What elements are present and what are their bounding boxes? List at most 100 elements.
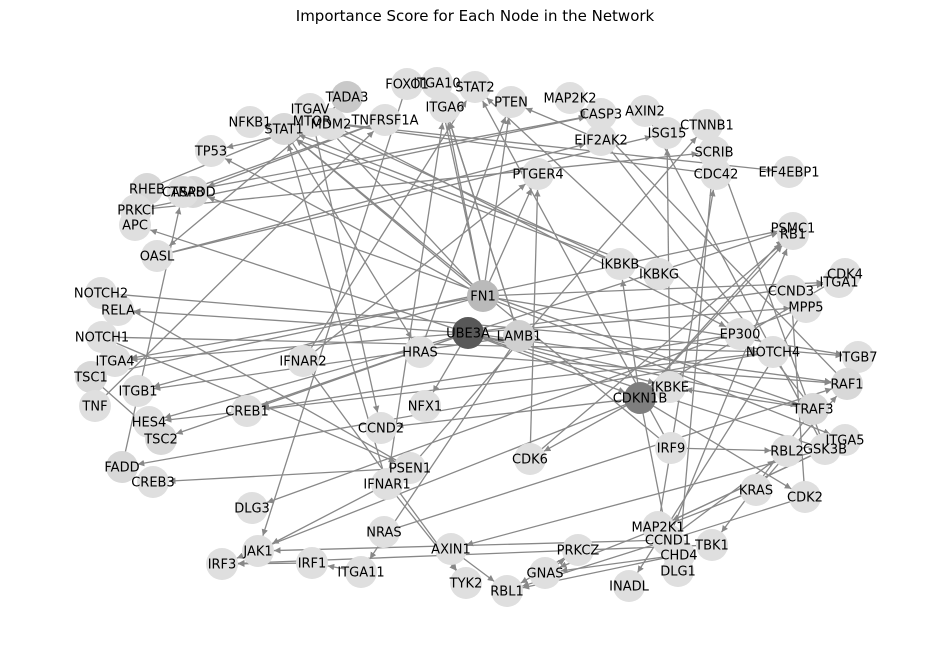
node-label-itgb1: ITGB1 bbox=[118, 385, 157, 400]
node-label-ptger4: PTGER4 bbox=[512, 168, 563, 183]
node-ifnar1 bbox=[371, 468, 403, 500]
node-dlg3 bbox=[236, 492, 268, 524]
edge-ifnar2-ptger4 bbox=[306, 183, 526, 359]
node-gnas bbox=[529, 557, 561, 589]
edge-ifnar1-itga6 bbox=[387, 122, 445, 480]
node-tbk1 bbox=[696, 529, 728, 561]
edge-itgav-ccnd2 bbox=[310, 113, 380, 413]
node-label-fn1: FN1 bbox=[470, 290, 495, 305]
edge-ube3a-rela bbox=[133, 308, 464, 334]
node-label-prkci: PRKCI bbox=[117, 204, 155, 219]
node-label-nfkb1: NFKB1 bbox=[229, 116, 272, 131]
node-label-mtor: MTOR bbox=[293, 115, 331, 130]
node-itga4 bbox=[99, 345, 131, 377]
node-raf1 bbox=[831, 368, 863, 400]
node-ikbke bbox=[654, 371, 686, 403]
node-cdk6 bbox=[514, 443, 546, 475]
node-label-tnf: TNF bbox=[81, 400, 107, 415]
node-label-nras: NRAS bbox=[366, 526, 401, 541]
node-label-creb3: CREB3 bbox=[131, 476, 175, 491]
node-label-tsc2: TSC2 bbox=[143, 433, 178, 448]
node-label-oasl: OASL bbox=[140, 250, 175, 265]
node-ccnd2 bbox=[365, 412, 397, 444]
node-axin1 bbox=[435, 533, 467, 565]
edge-gsk3b-axin1 bbox=[466, 449, 821, 547]
node-stat1 bbox=[268, 113, 300, 145]
node-label-irf1: IRF1 bbox=[298, 557, 327, 572]
edge-psen1-ctnnb1 bbox=[412, 136, 698, 465]
node-label-dlg3: DLG3 bbox=[234, 502, 270, 517]
node-nras bbox=[368, 516, 400, 548]
node-tnfrsf1a bbox=[369, 104, 401, 136]
node-label-tyk2: TYK2 bbox=[449, 577, 483, 592]
chart-title: Importance Score for Each Node in the Ne… bbox=[295, 7, 655, 25]
edge-hras-pten bbox=[421, 116, 507, 348]
node-ube3a bbox=[452, 317, 484, 349]
node-label-cdk6: CDK6 bbox=[512, 453, 548, 468]
node-label-casp8: CASP8 bbox=[162, 186, 204, 201]
edge-oasl-eif2ak2 bbox=[161, 142, 586, 256]
edge-ifnar1-jak1 bbox=[271, 485, 384, 545]
node-mpp5 bbox=[790, 291, 822, 323]
node-tada3 bbox=[331, 81, 363, 113]
node-tsc2 bbox=[145, 423, 177, 455]
node-nfkb1 bbox=[234, 106, 266, 138]
node-label-ep300: EP300 bbox=[720, 328, 761, 343]
edge-ccnd1-jak1 bbox=[273, 539, 664, 554]
edge-ifnar2-tyk2 bbox=[305, 364, 458, 571]
node-label-chd4: CHD4 bbox=[660, 549, 697, 564]
node-label-nfx1: NFX1 bbox=[408, 400, 442, 415]
edge-cdkn1b-psmc1 bbox=[642, 239, 783, 395]
node-label-axin2: AXIN2 bbox=[625, 105, 665, 120]
node-fn1 bbox=[467, 280, 499, 312]
node-oasl bbox=[141, 240, 173, 272]
node-apc bbox=[119, 209, 151, 241]
node-label-itga5: ITGA5 bbox=[825, 434, 864, 449]
node-kras bbox=[740, 474, 772, 506]
node-label-cdc42: CDC42 bbox=[694, 168, 739, 183]
node-fadd bbox=[106, 451, 138, 483]
edge-cdkn1b-cdk2 bbox=[643, 399, 792, 490]
node-label-cdk4: CDK4 bbox=[827, 268, 863, 283]
node-label-creb1: CREB1 bbox=[225, 405, 269, 420]
node-map2k2 bbox=[554, 82, 586, 114]
node-label-raf1: RAF1 bbox=[830, 378, 863, 393]
node-label-ccnd1: CCND1 bbox=[645, 534, 691, 549]
edge-ccnd1-rbl2 bbox=[671, 460, 775, 538]
node-label-axin1: AXIN1 bbox=[431, 543, 471, 558]
node-itga11 bbox=[345, 556, 377, 588]
node-pten bbox=[495, 86, 527, 118]
edge-scrib-dlg1 bbox=[676, 156, 715, 556]
edge-casp8-casp3 bbox=[187, 114, 586, 192]
node-itgb7 bbox=[842, 341, 874, 373]
edge-oasl-isg15 bbox=[161, 135, 652, 256]
node-tnf bbox=[79, 390, 111, 422]
node-label-ifnar2: IFNAR2 bbox=[279, 355, 326, 370]
node-rela bbox=[102, 294, 134, 326]
node-layer bbox=[75, 67, 874, 607]
edge-ikbke-irf3 bbox=[236, 388, 666, 559]
label-layer: UBE3ACDKN1BFN1LAMB1TADA3FOXO1ITGA10STAT2… bbox=[73, 77, 877, 600]
node-rbl1 bbox=[491, 575, 523, 607]
node-label-hras: HRAS bbox=[402, 346, 437, 361]
node-mdm2 bbox=[315, 108, 347, 140]
edge-cdkn1b-ikbkb bbox=[620, 279, 640, 394]
edge-fn1-tp53 bbox=[224, 157, 480, 295]
node-dlg1 bbox=[662, 555, 694, 587]
node-label-ikbke: IKBKE bbox=[651, 381, 689, 396]
edge-prkci-scrib bbox=[140, 151, 699, 211]
node-label-apc: APC bbox=[122, 219, 148, 234]
edge-eif2ak2-pten bbox=[525, 107, 597, 139]
edge-ube3a-itga1 bbox=[472, 281, 824, 333]
edge-gsk3b-axin2 bbox=[651, 124, 824, 446]
edge-traf3-tbk1 bbox=[721, 412, 811, 533]
edge-cdk6-ptger4 bbox=[529, 189, 541, 455]
node-rbl2 bbox=[771, 435, 803, 467]
node-label-notch1: NOTCH1 bbox=[75, 331, 129, 346]
node-label-psen1: PSEN1 bbox=[389, 462, 431, 477]
edge-raf1-map2k2 bbox=[580, 109, 845, 382]
edge-traf3-tradd bbox=[207, 196, 809, 409]
node-label-eif2ak2: EIF2AK2 bbox=[574, 134, 628, 149]
edge-cdkn1b-cdk6 bbox=[543, 399, 637, 452]
node-label-itgav: ITGAV bbox=[291, 103, 330, 118]
